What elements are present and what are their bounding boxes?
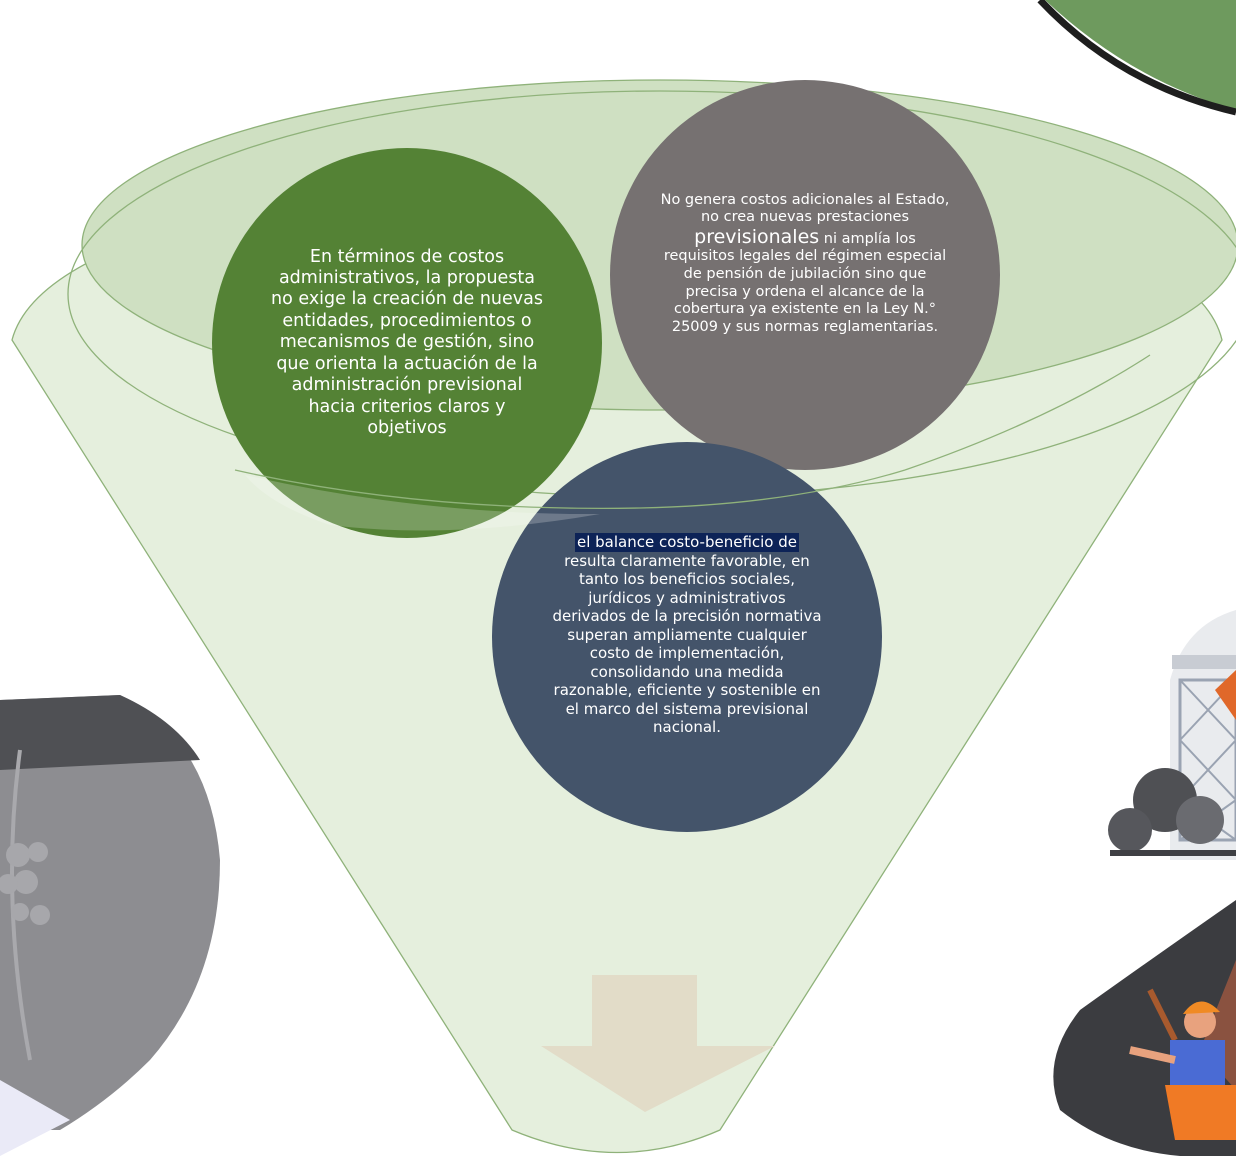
corner-blob-icon <box>1037 0 1236 116</box>
stage-text-balance-rest: resulta claramente favorable, en tanto l… <box>552 551 822 737</box>
stage-text-balance-costo-beneficio: el balance costo-beneficio de resulta cl… <box>552 533 822 737</box>
mine-cart-icon <box>1108 610 1236 860</box>
stage-text-sin-costos-adicionales: No genera costos adicionales al Estado, … <box>658 192 952 337</box>
pipe-icon <box>0 695 220 1156</box>
stage-text-sin-costos-emphasis: previsionales <box>694 225 820 248</box>
down-arrow-icon <box>541 975 775 1112</box>
stage-text-sin-costos-part1: No genera costos adicionales al Estado, … <box>660 191 950 226</box>
stage-text-balance-first-line: el balance costo-beneficio de <box>574 533 800 552</box>
miner-icon <box>1053 900 1236 1156</box>
stage-text-sin-costos-part2: ni amplía los requisitos legales del rég… <box>663 230 947 335</box>
stage-text-costos-administrativos: En términos de costos administrativos, l… <box>271 246 543 438</box>
